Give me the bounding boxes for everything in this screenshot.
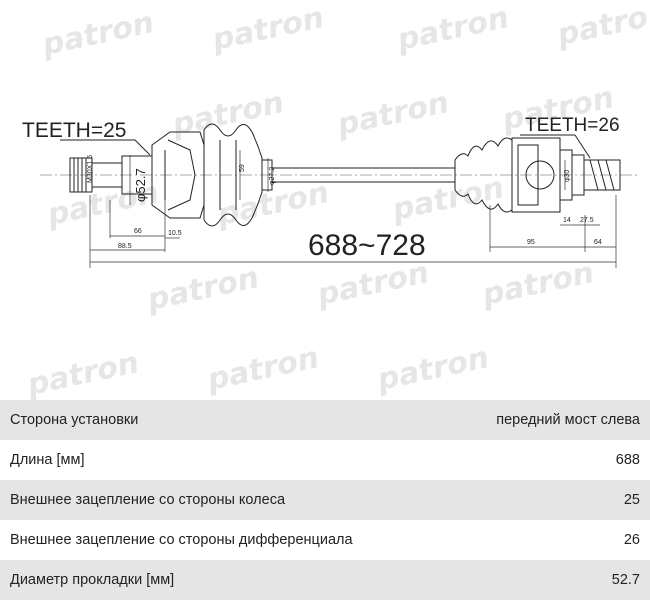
spec-label: Длина [мм] [10, 452, 85, 468]
dim-27-5: 27.5 [580, 217, 594, 224]
dim-59: 59 [239, 164, 246, 172]
dim-64: 64 [594, 239, 602, 246]
spec-label: Внешнее зацепление со стороны колеса [10, 492, 286, 508]
spec-row-gasket-diameter: Диаметр прокладки [мм] 52.7 [0, 560, 650, 600]
svg-text:patron: patron [388, 170, 507, 228]
spec-row-install-side: Сторона установки передний мост слева [0, 400, 650, 440]
dim-30: φ30 [564, 170, 571, 182]
spec-value: 688 [615, 452, 640, 468]
dim-14: 14 [563, 217, 571, 224]
teeth-left-label: TEETH=25 [22, 119, 126, 142]
spec-value: 25 [623, 492, 640, 508]
spec-value: 26 [623, 532, 640, 548]
watermark-layer: patron patron patron patron patron patro… [23, 0, 650, 400]
axle-outline [40, 123, 640, 268]
dim-27-2: φ27.2 [269, 167, 276, 185]
svg-text:patron: patron [208, 0, 327, 58]
spec-label: Сторона установки [10, 412, 139, 428]
length-range-label: 688~728 [308, 229, 426, 262]
svg-text:patron: patron [143, 260, 262, 318]
spec-label: Диаметр прокладки [мм] [10, 572, 175, 588]
dim-95: 95 [527, 239, 535, 246]
svg-text:patron: patron [203, 340, 322, 398]
thread-size-label: M30X1.5 [87, 155, 94, 183]
svg-text:patron: patron [168, 85, 287, 143]
cv-axle-schematic: patron patron patron patron patron patro… [22, 0, 650, 400]
dim-10-5: 10.5 [168, 230, 182, 237]
svg-text:patron: patron [393, 0, 512, 58]
gasket-diameter-label: φ52.7 [133, 168, 148, 202]
teeth-right-label: TEETH=26 [525, 115, 620, 136]
dim-66: 66 [134, 228, 142, 235]
svg-text:patron: patron [333, 85, 452, 143]
dim-88-5: 88.5 [118, 243, 132, 250]
specs-table: Сторона установки передний мост слева Дл… [0, 400, 650, 600]
spec-row-diff-teeth: Внешнее зацепление со стороны дифференци… [0, 520, 650, 560]
svg-text:patron: patron [313, 255, 432, 313]
outer-boot [203, 123, 263, 227]
svg-text:patron: patron [373, 340, 492, 398]
inner-spline [583, 159, 621, 191]
spec-label: Внешнее зацепление со стороны дифференци… [10, 532, 353, 548]
svg-text:patron: patron [553, 0, 650, 53]
spec-value: передний мост слева [496, 412, 640, 428]
svg-text:patron: patron [478, 255, 597, 313]
svg-text:patron: patron [38, 5, 157, 63]
svg-text:patron: patron [23, 345, 142, 400]
spec-value: 52.7 [611, 572, 640, 588]
spec-row-wheel-teeth: Внешнее зацепление со стороны колеса 25 [0, 480, 650, 520]
spec-row-length: Длина [мм] 688 [0, 440, 650, 480]
technical-drawing: patron patron patron patron patron patro… [22, 0, 650, 400]
